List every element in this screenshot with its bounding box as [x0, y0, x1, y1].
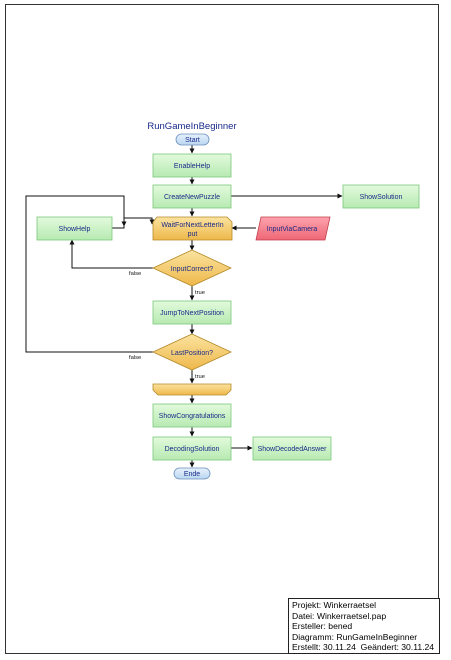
enable-help-process[interactable]: EnableHelp: [152, 153, 232, 178]
edge-label-inputcorrect-true: true: [195, 290, 205, 296]
show-decoded-answer-label: ShowDecodedAnswer: [258, 446, 328, 453]
project-info-box: Projekt: Winkerraetsel Datei: Winkerraet…: [288, 598, 440, 654]
edge-showhelp-wait: [112, 217, 155, 229]
info-changed: Geändert: 30.11.24: [360, 642, 435, 653]
start-label: Start: [185, 137, 200, 144]
show-solution-label: ShowSolution: [360, 194, 403, 201]
decoding-solution-process[interactable]: DecodingSolution: [152, 436, 232, 461]
diagram-title: RunGameInBeginner: [147, 121, 236, 132]
last-position-label: LastPosition?: [171, 350, 213, 357]
show-solution-process[interactable]: ShowSolution: [342, 184, 420, 209]
last-position-decision[interactable]: LastPosition?: [152, 333, 232, 371]
show-help-process[interactable]: ShowHelp: [36, 216, 113, 241]
input-via-camera-io[interactable]: InputViaCamera: [255, 216, 331, 241]
info-diagram: Diagramm: RunGameInBeginner: [292, 631, 418, 642]
input-correct-decision[interactable]: InputCorrect?: [152, 249, 232, 287]
end-terminal[interactable]: Ende: [173, 467, 211, 480]
input-correct-label: InputCorrect?: [171, 266, 214, 273]
end-label: Ende: [184, 471, 200, 478]
info-author: Ersteller: bened: [292, 621, 353, 632]
loop-end-shape[interactable]: [152, 383, 232, 396]
start-terminal[interactable]: Start: [175, 133, 210, 146]
jump-to-next-position-label: JumpToNextPosition: [160, 310, 224, 317]
show-congratulations-label: ShowCongratulations: [159, 413, 226, 420]
edge-label-inputcorrect-false: false: [129, 271, 141, 277]
edge-inputcorrect-false-showhelp: [69, 239, 154, 269]
info-project: Projekt: Winkerraetsel: [292, 600, 377, 610]
enable-help-label: EnableHelp: [174, 163, 210, 170]
decoding-solution-label: DecodingSolution: [165, 446, 220, 453]
info-created: Erstellt: 30.11.24: [292, 642, 356, 653]
input-via-camera-label: InputViaCamera: [267, 226, 318, 233]
edges: [25, 145, 343, 468]
create-new-puzzle-label: CreateNewPuzzle: [164, 194, 220, 201]
wait-for-next-letter-input-loop[interactable]: WaitForNextLetterIn put: [152, 216, 233, 241]
edge-label-lastposition-false: false: [129, 355, 141, 361]
page-frame: [5, 4, 439, 654]
info-file: Datei: Winkerraetsel.pap: [292, 610, 387, 621]
wait-label-line2: put: [188, 231, 198, 238]
edge-lastposition-false-loop: [25, 195, 154, 353]
wait-label-line1: WaitForNextLetterIn: [161, 222, 223, 229]
show-congratulations-process[interactable]: ShowCongratulations: [152, 403, 232, 428]
show-decoded-answer-process[interactable]: ShowDecodedAnswer: [252, 436, 332, 461]
jump-to-next-position-process[interactable]: JumpToNextPosition: [152, 300, 232, 325]
create-new-puzzle-process[interactable]: CreateNewPuzzle: [152, 184, 232, 209]
show-help-label: ShowHelp: [59, 226, 91, 233]
info-dates: Erstellt: 30.11.24 Geändert: 30.11.24: [292, 642, 436, 653]
edge-label-lastposition-true: true: [195, 374, 205, 380]
